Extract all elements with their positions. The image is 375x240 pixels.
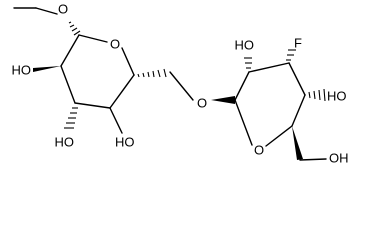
ring2-c3-c4-bond (288, 62, 306, 96)
ring1-c2-wedge (33, 66, 61, 72)
ring1-c4-oh-bond (109, 107, 123, 134)
left-pyranose-ring (13, 7, 194, 134)
structural-formula: O O HO HO HO O HO F HO O OH (12, 2, 349, 166)
ring2-c6-hydroxyl-label: OH (329, 151, 349, 166)
ring2-c3-hashed-bond (286, 49, 296, 61)
ring2-c2-hydroxyl-label: HO (235, 38, 255, 53)
right-pyranose-ring (211, 49, 327, 161)
ring2-fluorine-label: F (294, 36, 302, 51)
methoxy-bond-a (35, 7, 58, 15)
ring2-c6-oh-bond (299, 158, 327, 161)
ring2-o-c1-bond (234, 99, 253, 146)
ring1-c3-hydroxyl-label: HO (55, 135, 75, 150)
anomeric-hashed-bond (68, 21, 81, 36)
ring1-c2-c3-bond (60, 65, 76, 104)
ring1-c3-c4-bond (74, 102, 111, 109)
ring1-o-c5-bond (121, 47, 135, 76)
ring1-c1-c2-bond (60, 34, 80, 67)
c6-o-bond (169, 71, 194, 101)
ring2-c5-wedge (292, 126, 303, 160)
ring1-c3-hashed-bond (64, 107, 78, 129)
ring2-c1-c2-bond (234, 71, 250, 101)
ring1-c4-c5-bond (109, 74, 135, 109)
ring2-c4-hashed-bond (308, 88, 326, 102)
ring1-methoxy-oxygen-label: O (58, 2, 68, 17)
ring2-c2-hashed-bond (244, 57, 252, 69)
ring2-c4-c5-bond (291, 94, 306, 127)
ring2-c4-hydroxyl-label: HO (327, 89, 347, 104)
ring2-c2-c3-bond (248, 62, 290, 73)
ring1-c1-o-bond (78, 34, 108, 43)
glycosidic-oxygen-label: O (197, 96, 207, 111)
ring1-c5-hashed-bond (137, 68, 167, 78)
ring1-c2-hydroxyl-label: HO (12, 63, 32, 78)
ring2-anomeric-wedge (211, 96, 235, 104)
ring1-oxygen-label: O (110, 37, 120, 52)
ring2-oxygen-label: O (254, 143, 264, 158)
ring1-c4-hydroxyl-label: HO (115, 135, 135, 150)
ring2-c5-o-bond (265, 125, 293, 147)
